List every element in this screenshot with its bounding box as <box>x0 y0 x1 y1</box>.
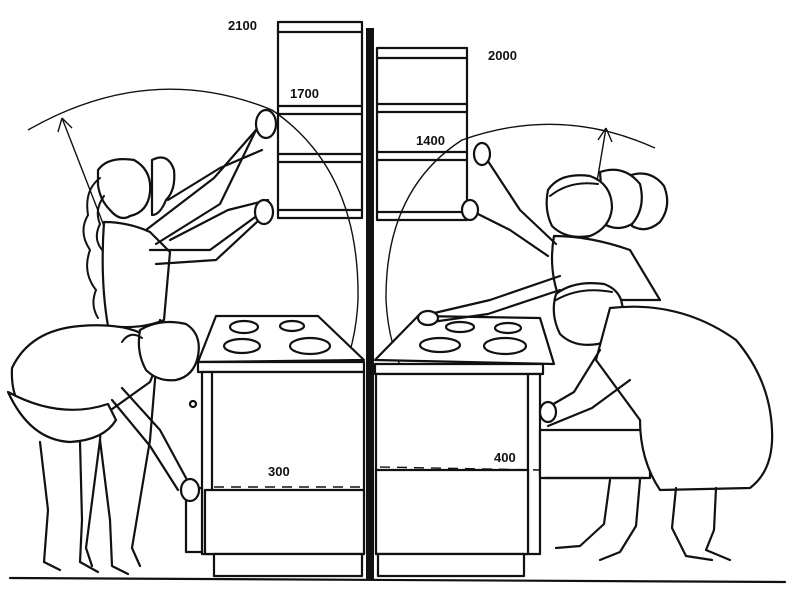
label-right-shelf: 1400 <box>416 133 445 148</box>
label-left-reach-depth: 300 <box>268 464 290 479</box>
label-right-reach-depth: 400 <box>494 450 516 465</box>
right-upper-cabinet <box>375 46 469 222</box>
right-reach-depth-line <box>379 466 541 471</box>
label-left-shelf: 1700 <box>290 86 319 101</box>
left-upper-cabinet <box>276 20 364 220</box>
left-bending-woman <box>6 320 201 576</box>
left-standing-woman-rear <box>150 148 270 242</box>
center-divider <box>366 28 374 580</box>
floor-line <box>8 576 787 584</box>
label-right-cabinet-top: 2000 <box>488 48 517 63</box>
right-bending-woman <box>538 282 774 562</box>
label-left-cabinet-top: 2100 <box>228 18 257 33</box>
right-stove <box>373 314 556 578</box>
left-standing-woman <box>82 108 278 568</box>
right-pulled-drawer <box>538 428 652 480</box>
left-stove <box>188 314 366 578</box>
